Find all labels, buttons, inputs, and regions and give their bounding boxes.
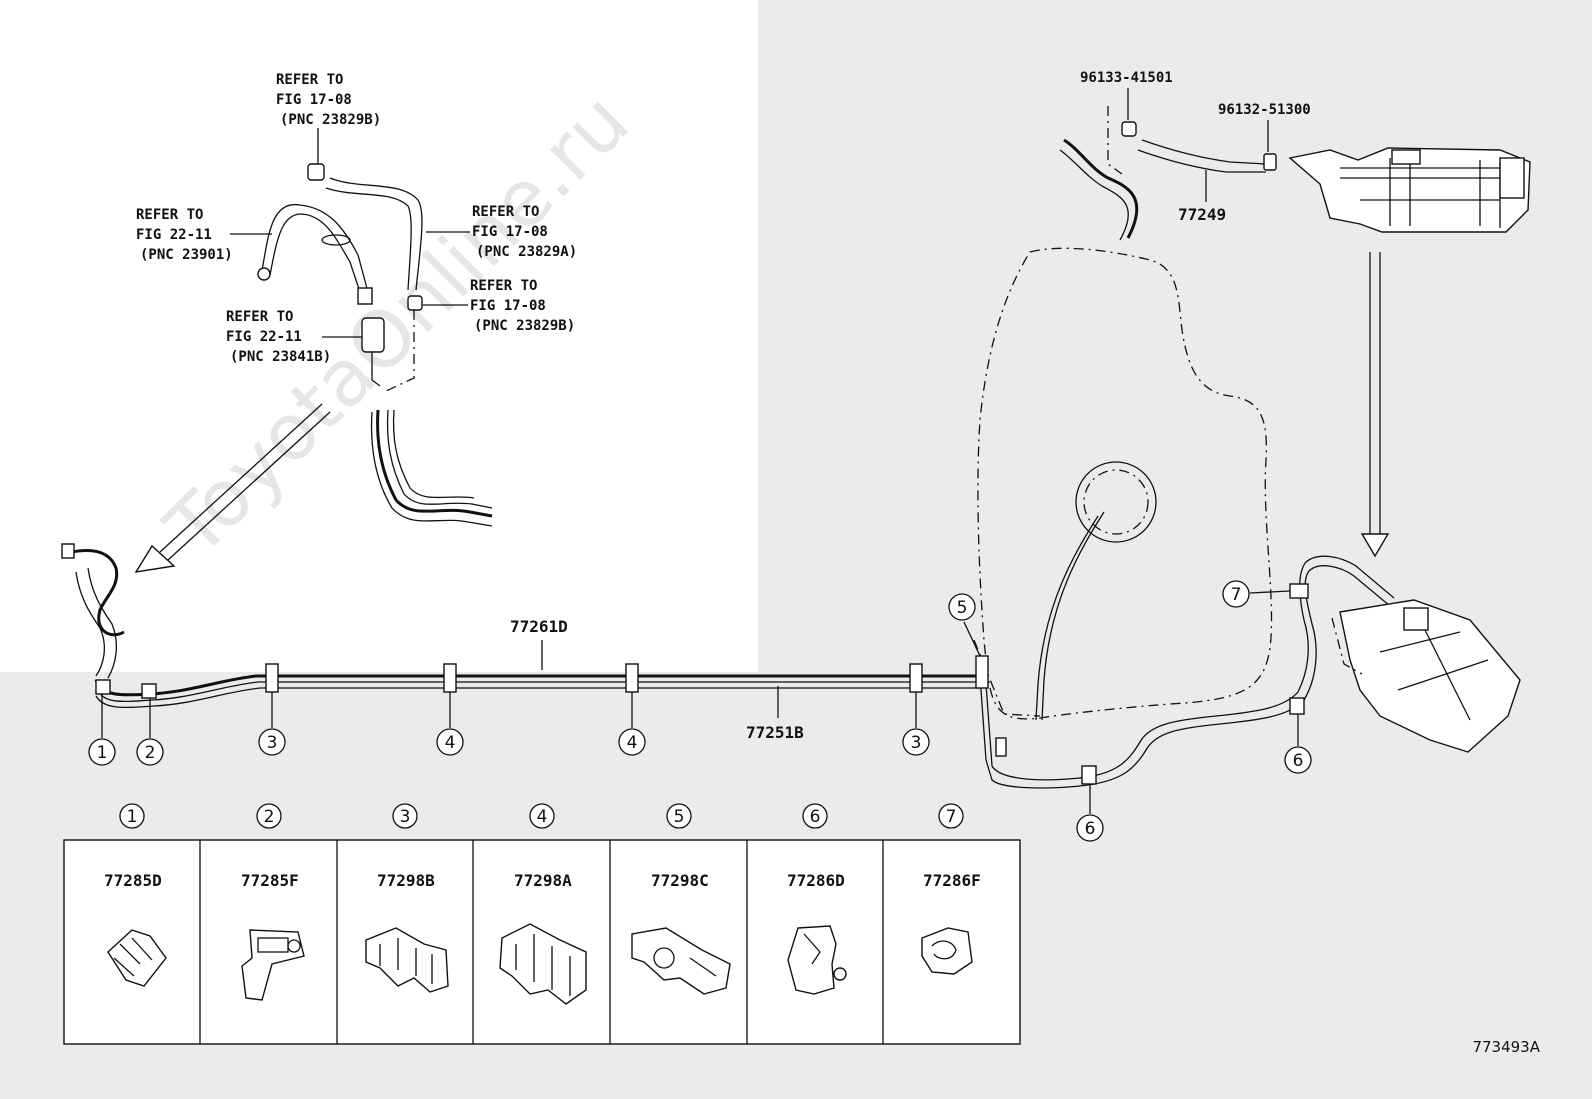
ref-label-5: REFER TO FIG 22-11 (PNC 23841B) [226,309,364,365]
legend-header-1: 1 [119,803,145,829]
clip-drawing-1 [107,929,167,987]
clip-drawing-3 [365,927,449,993]
svg-text:6: 6 [1085,819,1096,839]
ref-label-3: REFER TO FIG 17-08 (PNC 23829A) [426,204,577,260]
legend-part-4: 77298A [514,871,572,890]
legend-header-5: 5 [666,803,692,829]
svg-text:4: 4 [445,733,456,753]
clip-drawing-2 [241,929,305,1001]
clip-drawing-6 [787,925,847,995]
legend-part-1: 77285D [104,871,162,890]
hose-b [329,177,423,291]
clip-6-a [1081,765,1097,785]
hose-a-inner [269,213,361,293]
figure-id: 773493A [1472,1038,1540,1056]
arrow-canister-down [1360,252,1390,558]
legend-part-5: 77298C [651,871,709,890]
ref-label-1: REFER TO FIG 17-08 (PNC 23829B) [276,72,381,168]
svg-text:5: 5 [957,598,968,618]
clip-drawing-5 [631,927,731,995]
connector-icon [357,287,373,305]
clip-3-b [909,663,923,693]
legend-table: 1 2 3 4 5 6 7 77285D 77285F 77298B 77298… [63,803,1021,1045]
tube-fitting [995,737,1007,757]
canister-port [1403,607,1429,631]
svg-text:REFER TO: REFER TO [470,278,537,294]
svg-text:REFER TO: REFER TO [472,204,539,220]
tube-part-lower: 77251B [746,723,804,742]
clamp-icon [1121,121,1137,137]
clamp-icon [1263,153,1277,171]
legend-header-4: 4 [529,803,555,829]
clamp-part-96133: 96133-41501 [1080,70,1173,86]
svg-text:7: 7 [946,807,957,827]
arrow-detail-to-tube [134,403,331,573]
clamp-icon [307,163,325,181]
svg-text:3: 3 [911,733,922,753]
svg-text:FIG 22-11: FIG 22-11 [226,329,302,345]
legend-header-6: 6 [802,803,828,829]
clip-3-a [265,663,279,693]
ref-label-4: REFER TO FIG 17-08 (PNC 23829B) [420,278,575,334]
svg-text:1: 1 [127,807,138,827]
legend-header-7: 7 [938,803,964,829]
legend-part-3: 77298B [377,871,435,890]
charcoal-canister [1288,147,1531,233]
svg-text:(PNC 23829B): (PNC 23829B) [280,112,381,128]
svg-text:1: 1 [97,743,108,763]
svg-text:4: 4 [627,733,638,753]
callouts: 1 2 3 4 4 3 5 6 6 7 [88,580,1312,842]
fuel-tank-outline [973,247,1273,721]
legend-part-6: 77286D [787,871,845,890]
clip-2 [141,683,157,699]
legend-header-3: 3 [392,803,418,829]
detail-upper-left: REFER TO FIG 17-08 (PNC 23829B) REFER TO… [136,72,577,527]
filter-icon [361,317,385,353]
hose-end-cap [257,267,271,281]
legend-header-2: 2 [256,803,282,829]
clip-1 [95,679,111,695]
svg-text:FIG 17-08: FIG 17-08 [470,298,546,314]
svg-text:7: 7 [1231,585,1242,605]
svg-text:FIG 17-08: FIG 17-08 [472,224,548,240]
clip-7 [1289,583,1309,599]
detail-upper-right: 96133-41501 96132-51300 77249 [1059,70,1531,241]
svg-text:FIG 22-11: FIG 22-11 [136,227,212,243]
svg-text:3: 3 [267,733,278,753]
hose-end-fitting [61,543,75,559]
svg-text:REFER TO: REFER TO [136,207,203,223]
svg-text:(PNC 23841B): (PNC 23841B) [230,349,331,365]
clip-drawing-7 [921,927,973,975]
clip-5 [975,655,989,689]
hose-part-77249: 77249 [1178,205,1226,224]
svg-text:(PNC 23901): (PNC 23901) [140,247,233,263]
svg-text:5: 5 [674,807,685,827]
svg-text:6: 6 [810,807,821,827]
legend-part-7: 77286F [923,871,981,890]
tube-part-upper: 77261D [510,617,568,636]
clip-6-b [1289,697,1305,715]
canister-installed [1331,599,1521,753]
legend-part-2: 77285F [241,871,299,890]
svg-text:2: 2 [264,807,275,827]
clip-4-b [625,663,639,693]
ref-label-2: REFER TO FIG 22-11 (PNC 23901) [136,207,272,263]
svg-text:4: 4 [537,807,548,827]
clip-4-a [443,663,457,693]
clamp-part-96132: 96132-51300 [1218,102,1311,118]
main-tube-assembly: 77261D 77251B [61,543,1395,789]
svg-text:6: 6 [1293,751,1304,771]
svg-text:REFER TO: REFER TO [276,72,343,88]
svg-text:3: 3 [400,807,411,827]
clamp-icon [407,295,423,311]
svg-text:REFER TO: REFER TO [226,309,293,325]
svg-text:2: 2 [145,743,156,763]
svg-text:(PNC 23829B): (PNC 23829B) [474,318,575,334]
svg-text:(PNC 23829A): (PNC 23829A) [476,244,577,260]
svg-text:FIG 17-08: FIG 17-08 [276,92,352,108]
clip-drawing-4 [499,923,587,1005]
